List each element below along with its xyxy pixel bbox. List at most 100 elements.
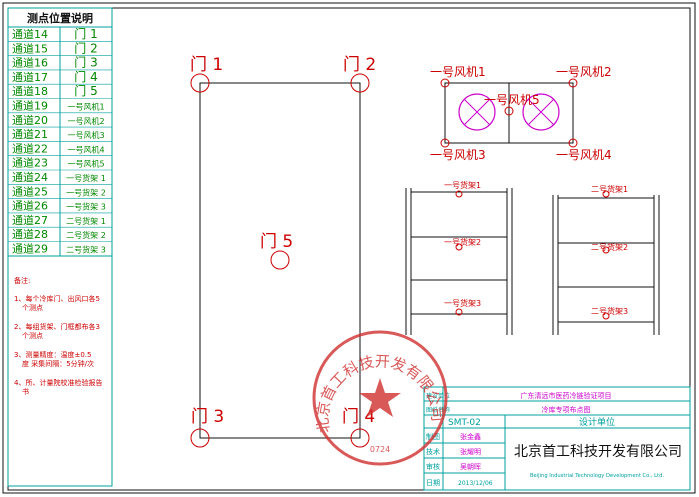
legend-point: 一号风机4 — [67, 144, 104, 154]
unit-value: 广东清远市医药冷链验证项目 — [521, 391, 612, 400]
fan-left-icon — [458, 93, 496, 131]
role-name-1: 张金鑫 — [460, 432, 481, 441]
shelf-1-label-1: 一号货架1 — [444, 180, 481, 190]
fan-3-label: 一号风机3 — [430, 148, 486, 162]
door-4-marker — [350, 428, 370, 448]
notes-title: 备注: — [14, 276, 30, 285]
door-2-label: 门 2 — [343, 55, 376, 75]
stamp-star-icon — [359, 378, 401, 417]
legend-channel: 通道25 — [12, 184, 48, 198]
door-3-marker — [190, 428, 210, 448]
shelf-2-label-3: 二号货架3 — [591, 306, 628, 316]
legend-point: 门 2 — [74, 40, 97, 55]
shelf-2-label-1: 二号货架1 — [591, 184, 628, 194]
legend-channel: 通道15 — [12, 41, 48, 55]
legend-channel: 通道17 — [12, 70, 48, 84]
door-1-marker — [190, 73, 210, 93]
fan-unit: 一号风机1 一号风机2 一号风机3 一号风机4 一号风机5 — [430, 65, 612, 162]
door-5-marker — [270, 250, 290, 270]
legend-channel: 通道19 — [12, 99, 48, 113]
fan-1-label: 一号风机1 — [430, 65, 486, 79]
drawing-value: 冷库专项布点图 — [542, 405, 591, 414]
role-label-3: 审核 — [426, 462, 440, 471]
company-stamp: 北京首工科技开发有限公司 0724 — [312, 330, 448, 466]
role-label-2: 技术 — [426, 447, 440, 456]
role-name-2: 张耀明 — [460, 447, 481, 456]
legend-point: 门 3 — [74, 55, 97, 70]
unit-label: 建设单位 — [426, 392, 450, 400]
drawing-number: SMT-02 — [448, 418, 481, 428]
stamp-ring — [312, 330, 448, 466]
shelf-2-point-3 — [602, 312, 610, 320]
company-name-cn: 北京首工科技开发有限公司 — [514, 444, 682, 460]
legend-channel: 通道27 — [12, 213, 48, 227]
shelf-1-label-2: 一号货架2 — [444, 237, 481, 247]
legend-point: 一号风机3 — [67, 130, 104, 140]
legend-channel: 通道26 — [12, 199, 48, 213]
notes-border — [7, 255, 113, 487]
shelf-1-point-3 — [455, 308, 463, 316]
shelf-2-label-2: 二号货架2 — [591, 242, 628, 252]
fan-2-marker — [568, 78, 578, 88]
shelf-1-label-3: 一号货架3 — [444, 298, 481, 308]
legend-channel: 通道28 — [12, 227, 48, 241]
legend-channel: 通道18 — [12, 84, 48, 98]
shelf-2-point-1 — [602, 190, 610, 198]
drawing-label: 图纸名称 — [426, 406, 450, 414]
design-unit-label: 设计单位 — [579, 416, 615, 428]
door-2-marker — [350, 73, 370, 93]
legend-channel: 通道16 — [12, 56, 48, 70]
door-5-label: 门 5 — [260, 232, 293, 252]
legend-title: 测点位置说明 — [27, 11, 93, 25]
legend-point: 一号风机2 — [67, 116, 104, 126]
legend-channel: 通道21 — [12, 127, 48, 141]
note-item: 4、所、计量院校准检验报告书 — [14, 378, 102, 396]
legend-channel: 通道20 — [12, 113, 48, 127]
legend-point: 一号货架 3 — [66, 202, 106, 212]
cold-room-outline — [199, 82, 361, 439]
door-points: 门 1 门 2 门 3 门 4 门 5 — [190, 55, 376, 448]
shelf-1-point-1 — [455, 190, 463, 198]
legend-point: 二号货架 2 — [66, 230, 106, 240]
door-1-label: 门 1 — [190, 55, 223, 75]
legend-channel: 通道24 — [12, 170, 48, 184]
legend-point: 门 4 — [74, 69, 97, 84]
legend-channel: 通道29 — [12, 242, 48, 256]
fan-5-label: 一号风机5 — [484, 93, 540, 107]
legend-channel: 通道22 — [12, 141, 48, 155]
shelf-1-point-2 — [455, 243, 463, 251]
role-name-4: 2013/12/06 — [458, 480, 493, 487]
legend-channel: 通道23 — [12, 156, 48, 170]
legend-point: 一号货架 1 — [66, 173, 106, 183]
fan-right-icon — [522, 93, 560, 131]
title-block: 建设单位 广东清远市医药冷链验证项目 图纸名称 冷库专项布点图 SMT-02 设… — [423, 386, 691, 491]
legend-point: 一号风机5 — [67, 159, 104, 169]
shelf-2: 二号货架1 二号货架2 二号货架3 — [552, 184, 660, 335]
role-name-3: 吴朝晖 — [460, 463, 481, 471]
legend-point: 二号货架 1 — [66, 216, 106, 226]
door-3-label: 门 3 — [191, 407, 224, 427]
fan-5-marker — [504, 106, 514, 116]
role-label-4: 日期 — [426, 479, 440, 487]
company-name-en: Beijing Industrial Technology Developmen… — [530, 473, 664, 479]
legend-point: 一号风机1 — [67, 102, 104, 112]
legend-point: 二号货架 3 — [66, 245, 106, 255]
stamp-code: 0724 — [370, 445, 390, 454]
legend-point: 一号货架 2 — [66, 187, 106, 197]
fan-4-label: 一号风机4 — [556, 148, 612, 162]
legend-point: 门 1 — [74, 26, 97, 41]
shelf-2-point-2 — [602, 246, 610, 254]
fan-4-marker — [568, 138, 578, 148]
legend-channel: 通道14 — [12, 27, 48, 41]
door-4-label: 门 4 — [342, 407, 375, 427]
fan-1-marker — [440, 78, 450, 88]
